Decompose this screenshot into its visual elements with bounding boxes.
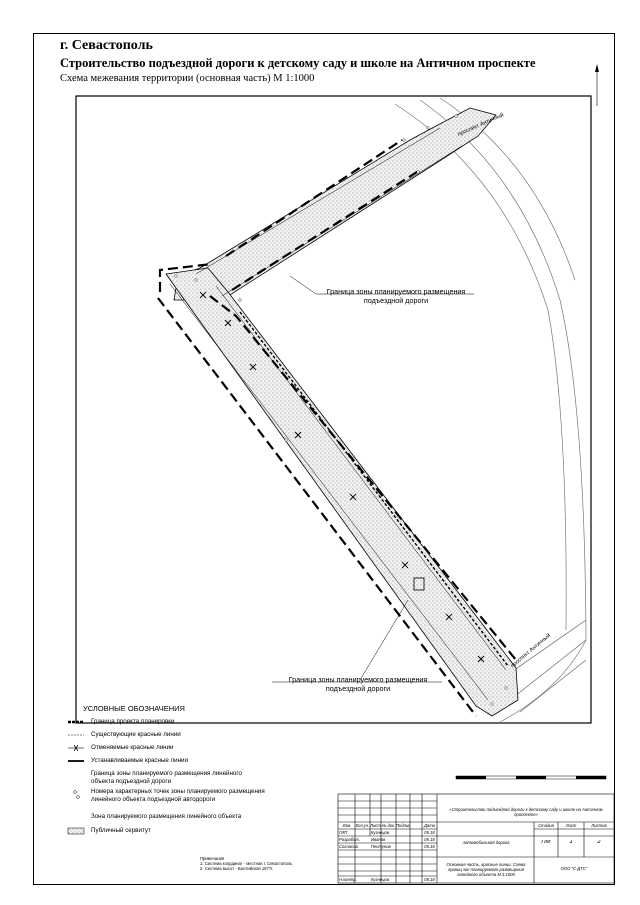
zone-label-upper: Граница зоны планируемого размещения под… <box>326 287 466 305</box>
stamp-stage-header: Стадия <box>538 823 554 828</box>
stamp-name-approver: Пестунов <box>371 844 391 849</box>
leader-lines <box>272 275 474 683</box>
project-title: Строительство подъездной дороги к детско… <box>60 56 536 70</box>
legend-symbols <box>67 720 85 835</box>
stamp-header-date: Дата <box>423 823 436 828</box>
scheme-title: Схема межевания территории (основная час… <box>60 73 315 84</box>
stamp-name-developer: Иванов <box>371 837 386 842</box>
legend-item-public-servitude: Публичный сервитут <box>91 827 151 834</box>
city-title: г. Севастополь <box>60 38 153 53</box>
stamp-sheets-value: 2 <box>597 840 601 845</box>
north-arrow-icon <box>595 64 599 106</box>
notes-line-1: 1. Система координат - местная г. Севаст… <box>200 861 293 866</box>
main-road-zone <box>165 267 519 717</box>
stamp-sheet-value: 1 <box>569 840 573 845</box>
stamp-date-normcontrol: 05.18 <box>424 877 435 882</box>
installed-red-line <box>239 311 509 667</box>
stamp-section: Автомобильная дорога <box>462 840 510 845</box>
legend-heading: УСЛОВНЫЕ ОБОЗНАЧЕНИЯ <box>83 704 185 713</box>
legend-item-planning-boundary: Граница проекта планировки <box>91 718 175 725</box>
stamp-role-gip: ГИП <box>339 830 348 835</box>
stamp-date-gip: 05.18 <box>424 830 435 835</box>
scale-bar <box>455 775 607 780</box>
notes: Примечания 1. Система координат - местна… <box>200 856 292 871</box>
red-lines <box>169 127 507 701</box>
drawing-frame <box>33 33 615 885</box>
stamp-name-gip: Кузнецов <box>371 830 390 835</box>
stamp-stage-value: ПМ <box>541 840 551 845</box>
legend-item-zone-boundary: Граница зоны планируемого размещения лин… <box>91 770 242 785</box>
title-block-grid <box>337 793 615 884</box>
stamp-header-sheet: Лист <box>370 823 381 828</box>
stamp-role-normcontrol: Н.контр. <box>339 877 357 882</box>
legend-item-point-numbers: Номера характерных точек зоны планируемо… <box>91 788 265 803</box>
stamp-sheet-header: Лист <box>565 823 577 828</box>
stamp-date-developer: 05.18 <box>424 837 435 842</box>
stamp-role-approver: Согласов. <box>339 844 359 849</box>
stamp-header-signature: Подпись <box>396 823 410 828</box>
notes-heading: Примечания <box>200 856 225 861</box>
stamp-sheet-title: Основная часть, красные линии. Схема гра… <box>446 862 526 877</box>
map-frame <box>75 95 592 724</box>
stamp-project-title: «Строительство подъездной дороги к детск… <box>449 807 603 817</box>
stamp-sheets-header: Листов <box>591 823 607 828</box>
legend-item-cancelled-red-lines: Отменяемые красные линии <box>91 744 174 751</box>
structure <box>413 577 425 591</box>
upper-road-zone <box>173 107 497 301</box>
legend-item-installed-red-lines: Устанавливаемые красные линии <box>91 757 188 764</box>
characteristic-points <box>174 114 508 706</box>
stamp-date-approver: 05.18 <box>424 844 435 849</box>
legend-item-zone: Зона планируемого размещения линейного о… <box>91 813 242 820</box>
zone-label-lower: Граница зоны планируемого размещения под… <box>288 675 428 693</box>
stamp-header-change: Изм. <box>342 823 352 828</box>
stamp-header-doc: № док. <box>381 823 396 828</box>
legend-item-existing-red-lines: Существующие красные линии <box>91 731 181 738</box>
stamp-organization: ООО "С-ДТС" <box>560 866 588 871</box>
stamp-name-normcontrol: Кузнецов <box>371 877 390 882</box>
stamp-header-count: Кол.уч. <box>355 823 370 828</box>
cancelled-red-line-marks <box>199 291 485 663</box>
stamp-role-developer: Разработ. <box>339 837 360 842</box>
notes-line-2: 2. Система высот - Балтийская 1977г. <box>200 866 274 871</box>
